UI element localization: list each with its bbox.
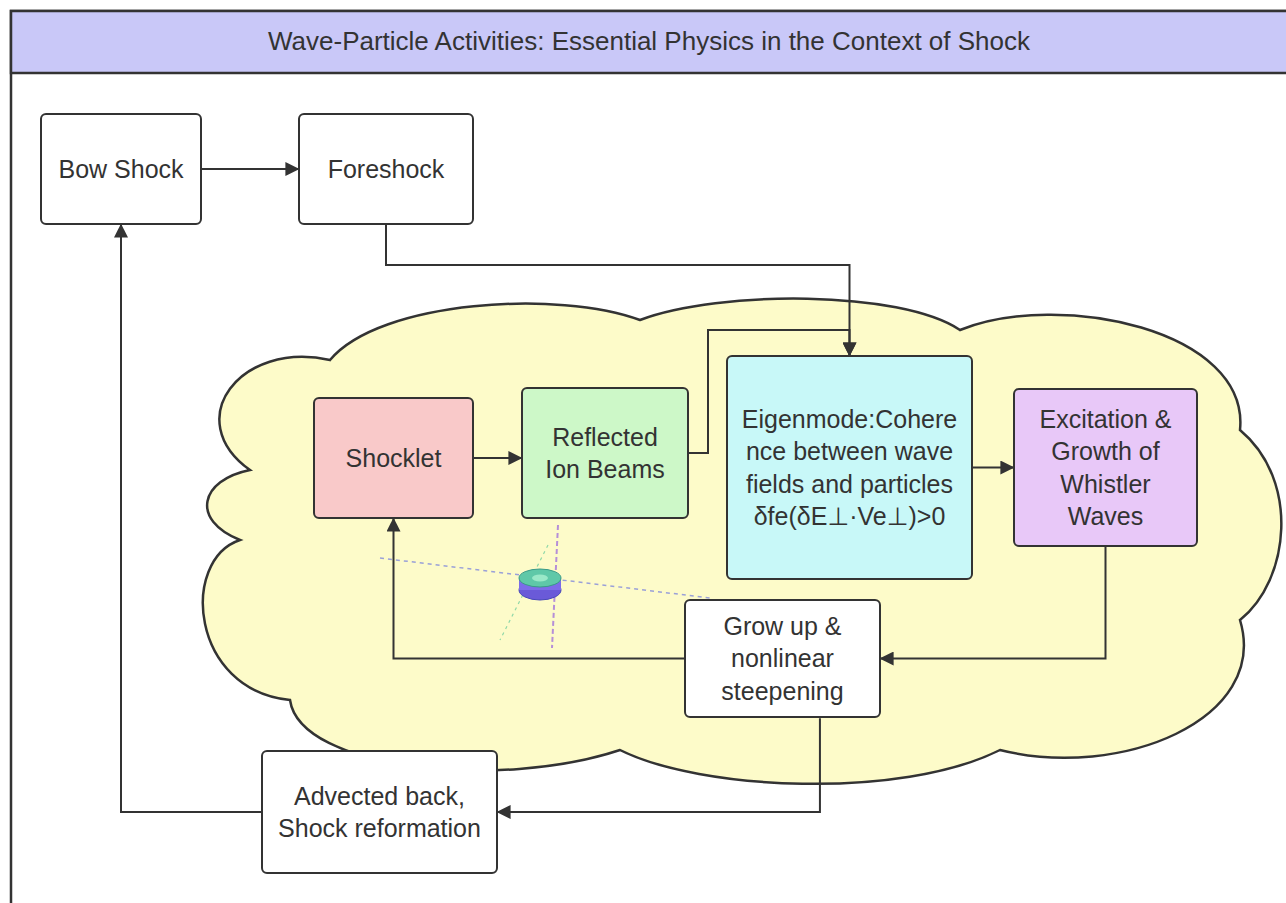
node-label: Advected back, Shock reformation	[273, 780, 486, 845]
diagram-title: Wave-Particle Activities: Essential Phys…	[268, 26, 1030, 57]
process-box: Eigenmode:Coherence between wave fields …	[726, 355, 973, 580]
process-box: Grow up & nonlinear steepening	[684, 599, 881, 719]
outer-frame	[11, 11, 1286, 903]
flow-arrow	[474, 457, 521, 459]
title-bar	[11, 11, 1286, 73]
process-box: Reflected Ion Beams	[521, 387, 689, 519]
title-text: Wave-Particle Activities: Essential Phys…	[12, 12, 1286, 71]
flow-arrow	[498, 718, 820, 812]
node-label: Eigenmode:Coherence between wave fields …	[738, 403, 961, 533]
process-box: Shocklet	[313, 397, 474, 519]
connector-layer	[121, 169, 1106, 812]
spacecraft-illustration	[380, 525, 710, 648]
node-label: Grow up & nonlinear steepening	[696, 610, 869, 708]
flow-arrow	[973, 467, 1013, 469]
process-box: Bow Shock	[40, 113, 202, 225]
flow-arrow	[121, 225, 261, 812]
process-box: Foreshock	[298, 113, 474, 225]
flow-arrow	[386, 225, 850, 355]
node-label: Reflected Ion Beams	[533, 421, 677, 486]
cloud-region	[203, 299, 1281, 784]
node-label: Shocklet	[346, 442, 442, 475]
process-box: Advected back, Shock reformation	[261, 750, 498, 874]
flow-arrow	[394, 519, 685, 659]
process-box: Excitation & Growth of Whistler Waves	[1013, 388, 1198, 547]
node-label: Bow Shock	[58, 153, 183, 186]
flow-arrow	[202, 168, 298, 170]
node-label: Excitation & Growth of Whistler Waves	[1025, 403, 1186, 533]
node-label: Foreshock	[328, 153, 445, 186]
